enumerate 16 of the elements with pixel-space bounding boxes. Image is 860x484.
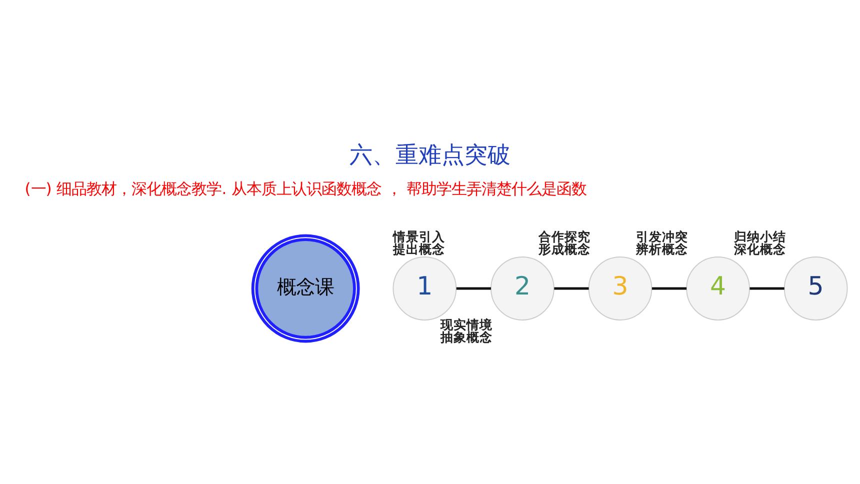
connector xyxy=(652,286,687,290)
node-label: 情景引入提出概念 xyxy=(393,228,446,256)
node-circle: 3 xyxy=(588,256,652,320)
node-label: 引发冲突辨析概念 xyxy=(636,228,688,256)
node-circle: 1 xyxy=(392,256,457,320)
connector xyxy=(554,286,589,290)
node-label: 归纳小结深化概念 xyxy=(734,228,786,256)
node-circle: 概念课 xyxy=(251,234,360,342)
node-circle: 2 xyxy=(490,256,554,320)
connector xyxy=(750,286,784,290)
label: (一) 细品教材，深化概念教学. 从本质上认识函数概念 ， 帮助学生弄清楚什么是函数 xyxy=(24,179,586,198)
node-label: 合作探究形成概念 xyxy=(538,228,590,256)
node-circle: 5 xyxy=(784,256,848,320)
diagram-title: 六、重难点突破 xyxy=(350,140,510,168)
node-circle: 4 xyxy=(686,256,750,320)
connector xyxy=(456,286,491,290)
